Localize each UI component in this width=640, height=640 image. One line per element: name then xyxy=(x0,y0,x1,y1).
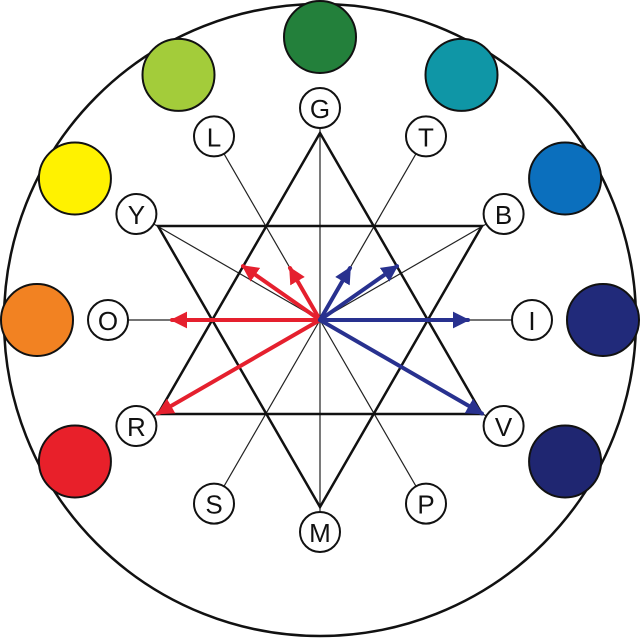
upward-triangle xyxy=(155,130,485,416)
node-label-p: P xyxy=(417,490,434,520)
node-circle-y xyxy=(115,193,158,235)
spoke-s xyxy=(213,319,321,504)
warm-arrow-4 xyxy=(288,266,322,322)
node-label-g: G xyxy=(310,94,330,124)
node-circle-b xyxy=(482,193,525,235)
node-label-l: L xyxy=(207,122,221,152)
node-label-y: Y xyxy=(128,200,145,230)
node-circle-v xyxy=(482,405,525,447)
cool-arrow-3 xyxy=(318,264,400,322)
node-label-r: R xyxy=(127,412,146,442)
warm-arrow-3 xyxy=(240,264,322,322)
nodes: G T B I V P M S R O Y L xyxy=(87,87,553,553)
node-circle-g xyxy=(299,87,341,129)
node-circle-o xyxy=(87,299,129,341)
swatch-b xyxy=(528,141,603,216)
swatch-t xyxy=(424,37,499,112)
node-circle-s xyxy=(193,482,235,525)
spoke-b xyxy=(319,213,504,321)
node-circle-i xyxy=(511,299,553,341)
node-label-b: B xyxy=(495,200,512,230)
swatch-i xyxy=(566,283,640,357)
cool-arrow-1 xyxy=(318,318,484,416)
swatch-g xyxy=(283,0,357,74)
swatch-r xyxy=(37,424,112,499)
node-circle-t xyxy=(405,115,447,158)
node-circle-p xyxy=(405,482,447,525)
swatch-l xyxy=(141,37,216,112)
swatch-v xyxy=(528,424,603,499)
node-circle-r xyxy=(115,405,158,447)
node-label-i: I xyxy=(528,306,535,336)
swatch-y xyxy=(37,141,112,216)
node-label-m: M xyxy=(309,518,331,548)
color-swatches xyxy=(0,0,640,499)
node-circle-m xyxy=(299,511,341,553)
node-label-s: S xyxy=(205,490,222,520)
cool-arrow-4 xyxy=(318,266,352,322)
swatch-o xyxy=(0,283,74,357)
node-label-t: T xyxy=(418,122,434,152)
warm-arrow-1 xyxy=(156,318,322,416)
spoke-p xyxy=(319,319,427,504)
spoke-y xyxy=(136,213,321,321)
node-label-v: V xyxy=(495,412,513,442)
node-label-o: O xyxy=(98,306,118,336)
arrows xyxy=(156,264,484,416)
node-circle-l xyxy=(193,115,235,158)
